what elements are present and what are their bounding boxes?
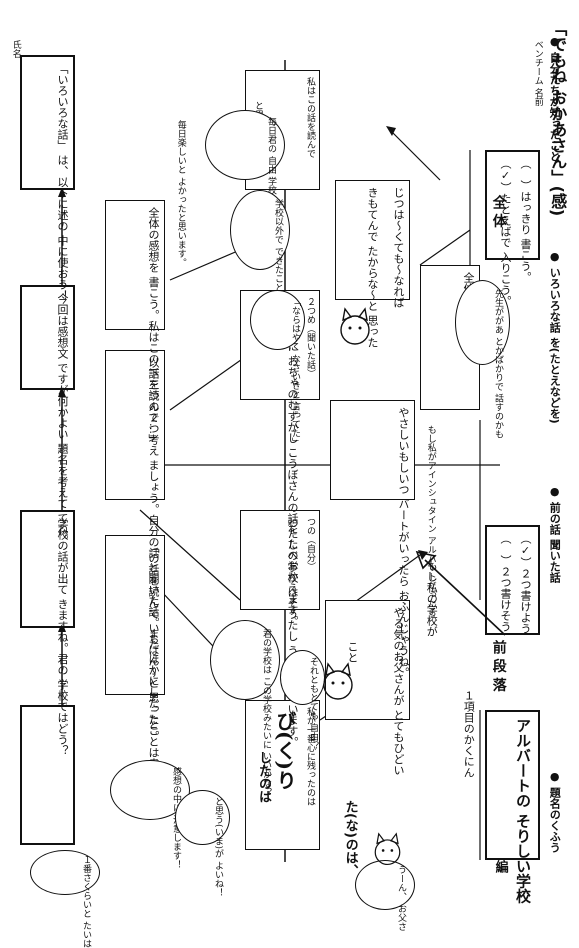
top-box-2: 学校の話が出て きますね。君の 学校ではどう？ [20, 510, 75, 756]
middle-box-1: 私が一番心に残ったのは び(く)り したのは [245, 700, 320, 850]
bubble-4: 君の学校は この学校みたいに いいかな？ [210, 620, 280, 797]
section-4-text: 全体の感想を 書こう。私はこの 話を読んで…」 [147, 207, 160, 445]
title-box-text: アルバートの そりしい学校 [514, 718, 532, 904]
bubble-2-text: と思う(いま)が よいね！ [213, 797, 223, 897]
bubble-5: それともとても 自由？ [280, 650, 325, 750]
mb9-text: もし私の学校が [425, 560, 439, 637]
check-box-1: （ ）はっきり 書こう。 （✓）たとえばで 入りこう。 [485, 150, 540, 307]
bubble-8-text: 毎日楽しいと よかったと思います。 [175, 120, 186, 267]
check-r4: （ ）はっきり 書こう。 [519, 158, 532, 283]
cat-doodle-1 [323, 662, 353, 700]
mb6-text: やさしいもしいつ バートがいったら おふんじゃうね。 [397, 407, 410, 678]
section-23-text: 以下三つの２つ考え ましょう。自分の話 と聞いた話。また ほかにしたこと。 [147, 357, 160, 742]
middle-box-6: やさしいもしいつ バートがいったら おふんじゃうね。 [330, 400, 415, 678]
r1-text: じつは〜くても〜なれば [392, 187, 405, 308]
top-box-4-text: 「いろいろな話」 は、以下に述の 中に使おう！ [56, 63, 69, 301]
corner-label: 氏名 [10, 40, 21, 58]
mb2-b: こと [346, 641, 359, 663]
bubble-3-text: １番さくらいと たいは [81, 855, 91, 948]
check-r6: （✓）２つ書けよう [519, 533, 532, 634]
worksheet-page: 「でもね おかあさん」(感) ベンチーム 名前 氏名 ● 題名のくふう ● 前の… [10, 20, 568, 948]
bubble-2: と思う(いま)が よいね！ [175, 790, 230, 897]
check-r7: （ ）２つ書けそう [499, 533, 512, 632]
cat-doodle-2 [340, 307, 370, 345]
top-box-2-text: 学校の話が出て きますね。君の 学校ではどう？ [56, 518, 69, 756]
mb1-text: 私が一番心に残ったのは [305, 707, 315, 806]
section-1-text: 「の話を読んで いちばん〜と 思ったことは書く。 [147, 542, 160, 791]
top-box-3: 今回は感想文 ですが何かよい 題名を考えて てね。 [20, 285, 75, 546]
henshu-label: 編 [492, 860, 508, 873]
worksheet-title: 「でもね おかあさん」(感) [548, 20, 568, 217]
mb2-text: やる気のお父さんが とてもひどい [392, 607, 405, 776]
check-label: １項目のかくにん [462, 690, 476, 778]
top-box-3-text: 今回は感想文 ですが何かよい 題名を考えて てね。 [56, 293, 69, 546]
bubble-7: 毎日君の 自由 学校 が [205, 110, 285, 207]
bubble-4-text: 君の学校は この学校みたいに いいかな？ [261, 629, 271, 797]
bottom-item-1: ● 題名のくふう [548, 770, 562, 853]
title-box: アルバートの そりしい学校 [485, 710, 540, 903]
r2-text: きもてんで たからな〜と 思った [366, 187, 379, 348]
bubble-10-text: 「ならはやく なさいきと 言ってた」 [290, 297, 300, 447]
bubble-6: うーん、 お父さ [355, 860, 415, 931]
section-4-box: 全体の感想を 書こう。私はこの 話を読んで…」 [105, 200, 165, 445]
bottom-item-3: ● いろいろな話 を(たとえなどを) [548, 250, 562, 424]
section-23-box: 以下三つの２つ考え ましょう。自分の話 と聞いた話。また ほかにしたこと。 [105, 350, 165, 742]
middle-box-2: やる気のお父さんが とてもひどい こと [325, 600, 410, 776]
top-box-1 [20, 705, 75, 845]
section-1-box: 「の話を読んで いちばん〜と 思ったことは書く。 [105, 535, 165, 791]
mb8-text: た(な)のは、 [342, 800, 358, 877]
top-box-4: 「いろいろな話」 は、以下に述の 中に使おう！ [20, 55, 75, 301]
mb6-label: もし私がアインシュタイン アルバートだったら [425, 425, 436, 617]
bubble-10: 「ならはやく なさいきと 言ってた」 [250, 290, 305, 447]
bottom-item-4: ● 自分たちが知ったこと [548, 35, 562, 162]
cat-doodle-3 [374, 832, 401, 866]
mb3-label: つの（自分） [305, 517, 315, 571]
mb1-a: び(く)り [273, 711, 297, 790]
middle-box-3: つの（自分） わたしの学校 はそうたし うたのはん います。 [240, 510, 320, 748]
check-r8: 全 体 [490, 195, 507, 228]
big-arrow-icon [415, 550, 506, 636]
bubble-6-text: うーん、 お父さ [396, 865, 406, 931]
mb1-b: したのは [256, 751, 271, 803]
mb4-label: ２つめ（聞いた話） [305, 297, 315, 378]
bubble-9: 学校以外で できたことの 話もいいね [230, 190, 290, 349]
bubble-5-text: それともとても 自由？ [308, 657, 318, 750]
mb5-text: 私はこの話を読んで [305, 77, 315, 158]
check-box-2: （✓）２つ書けよう （ ）２つ書けそう [485, 525, 540, 635]
bottom-item-2: ● 前の話 聞いた話 [548, 485, 562, 583]
check-r9: 前 段 落 [490, 640, 507, 692]
bubble-3: １番さくらいと たいは [30, 850, 100, 948]
check-r5: （✓）たとえばで 入りこう。 [499, 158, 512, 307]
bubble-11-text: 先生ががあ とかばかりで 話すのかも [493, 289, 503, 439]
middle-box-7: じつは〜くても〜なれば きもてんで たからな〜と 思った [335, 180, 410, 348]
bubble-7-text: 毎日君の 自由 学校 が [266, 117, 276, 207]
name-label: ベンチーム 名前 [532, 40, 543, 106]
bubble-11: 先生ががあ とかばかりで 話すのかも [455, 280, 510, 439]
mb4-text: お母さんに おちゃのむずかし こうぼさんの話を たべおかえます。 [286, 297, 299, 627]
bubble-9-text: 学校以外で できたことの 話もいいね [273, 199, 283, 349]
